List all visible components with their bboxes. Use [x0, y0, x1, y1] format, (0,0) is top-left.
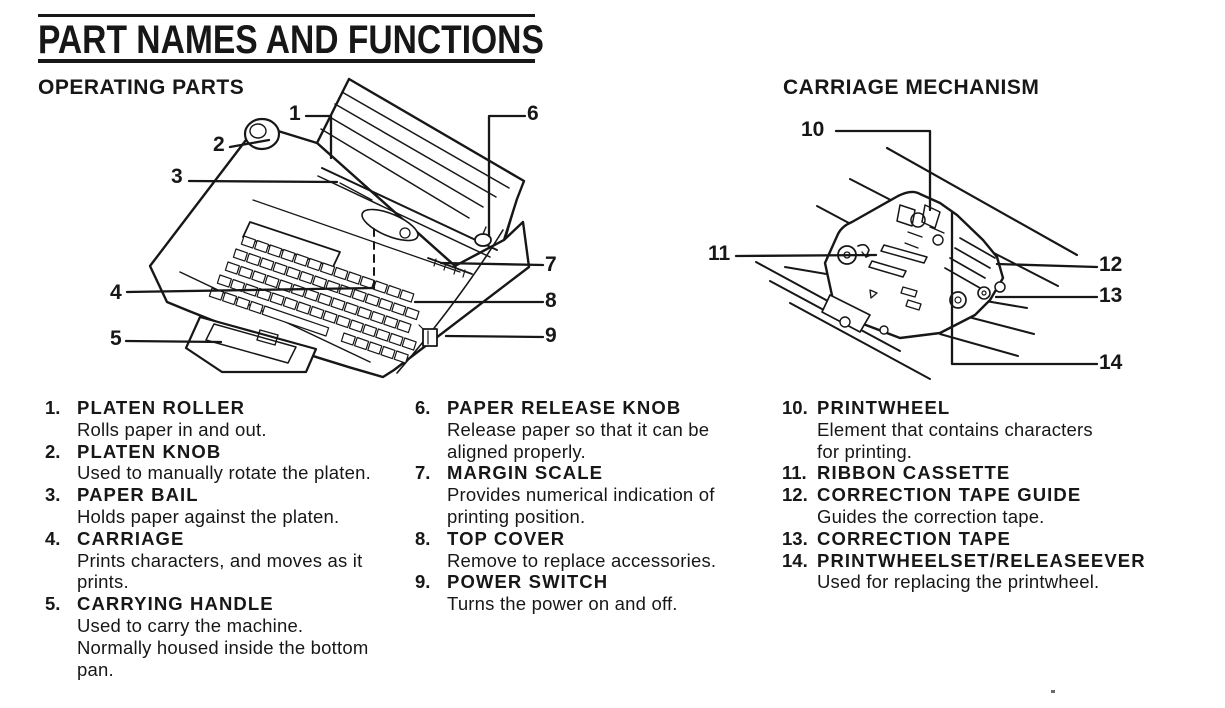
part-item-10: 10. PRINTWHEEL Element that contains cha…: [782, 397, 1202, 462]
callout-leader-lines: [124, 114, 1099, 366]
part-item-4: 4. CARRIAGE Prints characters, and moves…: [45, 528, 425, 593]
part-name: CORRECTION TAPE: [817, 527, 1011, 549]
part-number: 14.: [782, 549, 808, 571]
operating-parts-heading: OPERATING PARTS: [38, 76, 245, 99]
part-desc-line: printing position.: [447, 505, 586, 527]
callout-label-11: 11: [708, 242, 731, 265]
part-item-14: 14. PRINTWHEELSET/RELEASEEVER Used for r…: [782, 550, 1202, 594]
typewriter-illustration: [148, 77, 531, 379]
part-number: 1.: [45, 397, 61, 418]
part-number: 7.: [415, 462, 431, 484]
part-name: PLATEN KNOB: [77, 440, 222, 462]
part-desc-line: for printing.: [817, 440, 913, 462]
callout-label-7: 7: [545, 253, 557, 276]
callout-label-8: 8: [545, 289, 557, 312]
part-name: MARGIN SCALE: [447, 462, 604, 484]
part-item-7: 7. MARGIN SCALE Provides numerical indic…: [415, 462, 775, 527]
part-item-9: 9. POWER SWITCH Turns the power on and o…: [415, 571, 775, 615]
part-number: 8.: [415, 527, 431, 549]
part-number: 13.: [782, 527, 808, 549]
part-desc-line: Turns the power on and off.: [447, 593, 678, 615]
part-number: 9.: [415, 571, 431, 593]
part-desc-line: Element that contains characters: [817, 418, 1093, 440]
carriage-mechanism-heading: CARRIAGE MECHANISM: [783, 76, 1040, 99]
part-name: PLATEN ROLLER: [77, 397, 246, 418]
part-name: CARRIAGE: [77, 527, 185, 549]
part-desc-line: pan.: [77, 658, 114, 680]
parts-column-1: 1. PLATEN ROLLER Rolls paper in and out.…: [45, 397, 425, 680]
part-desc-line: Used for replacing the printwheel.: [817, 571, 1100, 593]
part-desc-line: aligned properly.: [447, 440, 586, 462]
parts-column-2: 6. PAPER RELEASE KNOB Release paper so t…: [415, 397, 775, 615]
scan-speck: [1051, 690, 1055, 693]
part-number: 11.: [782, 462, 807, 484]
part-number: 12.: [782, 484, 808, 506]
part-item-1: 1. PLATEN ROLLER Rolls paper in and out.: [45, 397, 425, 441]
part-name: TOP COVER: [447, 527, 566, 549]
callout-label-5: 5: [110, 327, 122, 350]
part-desc-line: Release paper so that it can be: [447, 418, 710, 440]
part-item-12: 12. CORRECTION TAPE GUIDE Guides the cor…: [782, 484, 1202, 528]
part-number: 3.: [45, 484, 61, 506]
title-bottom-rule: [38, 59, 535, 63]
part-desc-line: Provides numerical indication of: [447, 484, 715, 506]
part-number: 10.: [782, 397, 808, 418]
part-item-2: 2. PLATEN KNOB Used to manually rotate t…: [45, 441, 425, 485]
part-number: 4.: [45, 527, 61, 549]
callout-label-3: 3: [171, 165, 183, 188]
callout-label-2: 2: [213, 133, 225, 156]
part-item-13: 13. CORRECTION TAPE: [782, 528, 1202, 550]
callout-label-1: 1: [289, 102, 301, 125]
part-desc-line: Remove to replace accessories.: [447, 549, 717, 571]
part-name: CORRECTION TAPE GUIDE: [817, 484, 1082, 506]
part-name: PAPER BAIL: [77, 484, 199, 506]
part-name: PAPER RELEASE KNOB: [447, 397, 682, 418]
callout-label-6: 6: [527, 102, 539, 125]
callout-label-14: 14: [1099, 351, 1123, 374]
part-name: CARRYING HANDLE: [77, 593, 274, 615]
callout-label-12: 12: [1099, 253, 1123, 276]
parts-column-3: 10. PRINTWHEEL Element that contains cha…: [782, 397, 1202, 593]
page-title: PART NAMES AND FUNCTIONS: [38, 18, 544, 62]
part-name: POWER SWITCH: [447, 571, 609, 593]
part-desc-line: Used to carry the machine.: [77, 614, 304, 636]
callout-label-13: 13: [1099, 284, 1123, 307]
part-number: 5.: [45, 593, 61, 615]
part-desc-line: prints.: [77, 571, 129, 593]
part-number: 2.: [45, 440, 61, 462]
callout-label-9: 9: [545, 324, 557, 347]
keyboard-keys: [208, 235, 420, 364]
part-number: 6.: [415, 397, 431, 418]
part-name: PRINTWHEELSET/RELEASEEVER: [817, 549, 1146, 571]
part-name: PRINTWHEEL: [817, 397, 951, 418]
part-item-6: 6. PAPER RELEASE KNOB Release paper so t…: [415, 397, 775, 462]
part-item-11: 11. RIBBON CASSETTE: [782, 462, 1202, 484]
part-desc-line: Prints characters, and moves as it: [77, 549, 363, 571]
part-desc-line: Normally housed inside the bottom: [77, 636, 369, 658]
part-desc-line: Holds paper against the platen.: [77, 505, 340, 527]
part-desc-line: Guides the correction tape.: [817, 505, 1045, 527]
part-desc-line: Used to manually rotate the platen.: [77, 462, 371, 484]
part-name: RIBBON CASSETTE: [817, 462, 1011, 484]
callout-label-10: 10: [801, 118, 825, 141]
part-item-3: 3. PAPER BAIL Holds paper against the pl…: [45, 484, 425, 528]
callout-label-4: 4: [110, 281, 122, 304]
part-item-5: 5. CARRYING HANDLE Used to carry the mac…: [45, 593, 425, 680]
part-item-8: 8. TOP COVER Remove to replace accessori…: [415, 528, 775, 572]
part-desc-line: Rolls paper in and out.: [77, 418, 267, 440]
carriage-mechanism-illustration: [755, 146, 1079, 380]
title-top-rule: [38, 14, 535, 17]
